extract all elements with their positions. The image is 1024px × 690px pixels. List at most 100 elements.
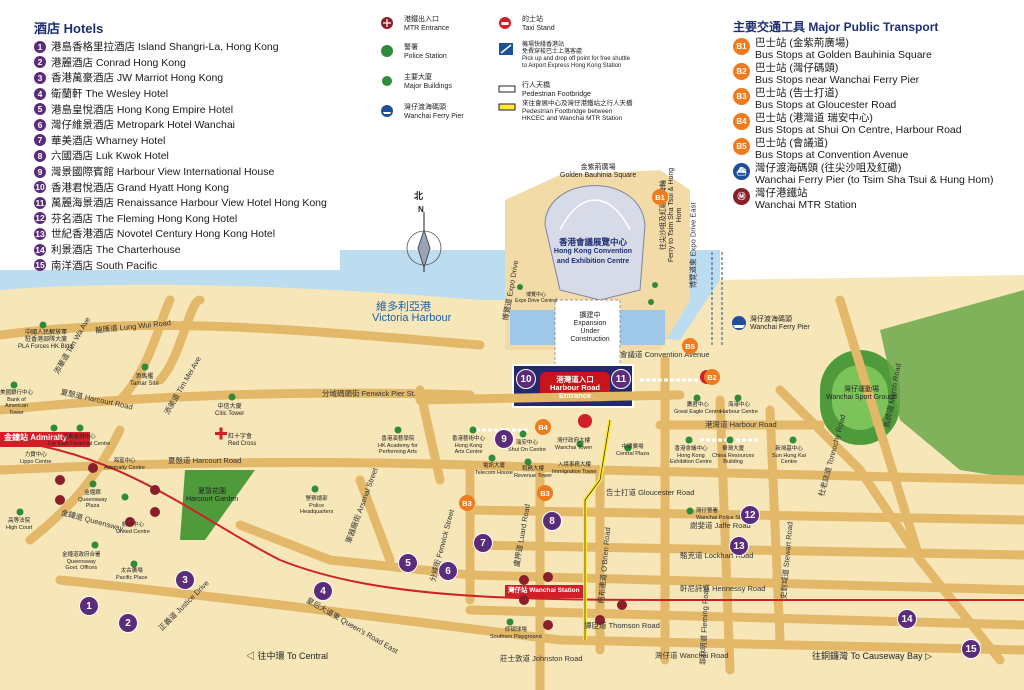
hotel-name: 灣仔維景酒店 Metropark Hotel Wanchai bbox=[51, 119, 235, 132]
ferry-icon bbox=[381, 105, 393, 117]
taxi-icon bbox=[499, 17, 511, 29]
street-hennessy: 軒尼詩道 Hennessy Road bbox=[680, 584, 766, 593]
hotel-name: 港島皇悅酒店 Hong Kong Empire Hotel bbox=[51, 103, 234, 116]
hotel-number-badge: 8 bbox=[34, 149, 46, 162]
hotel-marker[interactable]: 1 bbox=[79, 596, 99, 616]
hotel-name: 衛蘭軒 The Wesley Hotel bbox=[51, 88, 169, 101]
legend-footbridge-hkcec-label: 來往會展中心及灣仔港鐵站之行人天橋 Pedestrian Footbridge … bbox=[522, 100, 633, 122]
hotel-number-badge: 14 bbox=[34, 243, 46, 256]
hkcec-label-zh: 香港會議展覽中心 bbox=[558, 237, 627, 247]
hotel-name: 南洋酒店 South Pacific bbox=[51, 259, 158, 272]
bldg-central-plaza: 中環廣場 Central Plaza bbox=[616, 444, 650, 457]
hotel-marker[interactable]: 4 bbox=[313, 581, 333, 601]
hotel-marker[interactable]: 10 bbox=[516, 369, 536, 389]
wanchai-station-label: 灣仔站 Wanchai Station bbox=[508, 587, 580, 594]
bus-stop-icon: B5 bbox=[733, 138, 750, 155]
legend-ferry-label: 灣仔渡海碼頭 Wanchai Ferry Pier bbox=[404, 104, 464, 120]
bus-stop-marker[interactable]: B3 bbox=[459, 495, 475, 511]
transport-label: 巴士站 (會議道) Bus Stops at Convention Avenue bbox=[755, 137, 909, 161]
hotel-number-badge: 12 bbox=[34, 212, 46, 225]
bldg-pacific-place: 太古廣場 Pacific Place bbox=[116, 568, 148, 581]
hotel-name: 世紀香港酒店 Novotel Century Hong Kong Hotel bbox=[51, 228, 276, 241]
hotel-marker[interactable]: 2 bbox=[118, 613, 138, 633]
ferry-icon: ⛴ bbox=[733, 163, 750, 180]
transport-label: 灣仔港鐵站 Wanchai MTR Station bbox=[755, 187, 857, 211]
transport-label: 巴士站 (港灣道 瑞安中心) Bus Stops at Shui On Cent… bbox=[755, 112, 962, 136]
yellow-footbridge-icon bbox=[498, 103, 516, 111]
hotel-number-badge: 5 bbox=[34, 103, 46, 116]
bus-stop-marker[interactable]: B1 bbox=[652, 189, 668, 205]
expansion-label: 擴建中 Expansion Under Construction bbox=[570, 312, 610, 343]
hotel-name: 萬麗海景酒店 Renaissance Harbour View Hotel Ho… bbox=[51, 197, 327, 210]
street-jaffe: 謝斐道 Jaffe Road bbox=[690, 521, 751, 530]
mtr-icon: Ⓜ bbox=[733, 188, 750, 205]
legend-shuttle-label: 機場快綫香港站 免費穿梭巴士上落客處 Pick up and drop off … bbox=[522, 42, 630, 69]
hotel-name: 六國酒店 Luk Kwok Hotel bbox=[51, 150, 169, 163]
hotel-marker[interactable]: 7 bbox=[473, 533, 493, 553]
hkcec-label-en: Hong Kong Convention and Exhibition Cent… bbox=[553, 248, 633, 265]
bus-stop-marker[interactable]: B4 bbox=[535, 419, 551, 435]
street-expo-drive-east: 博覽道東 Expo Drive East bbox=[688, 202, 698, 289]
golden-bauhinia-label: 金紫荊廣場 Golden Bauhinia Square bbox=[560, 164, 637, 179]
hotel-row: 15 南洋酒店 South Pacific bbox=[34, 257, 354, 273]
transport-label: 巴士站 (告士打道) Bus Stops at Gloucester Road bbox=[755, 87, 897, 111]
footbridge-outline bbox=[584, 419, 611, 640]
hotel-marker[interactable]: 14 bbox=[897, 609, 917, 629]
street-fenwick-pier: 分域碼頭街 Fenwick Pier St. bbox=[322, 389, 416, 398]
bldg-china-resources: 華潤大廈 China Resources Building bbox=[712, 446, 755, 465]
ferry-pier-icon bbox=[732, 316, 746, 330]
harcourt-garden bbox=[180, 470, 255, 540]
legend-taxi: 的士站 Taxi Stand bbox=[498, 16, 555, 33]
harbour-name-en: Victoria Harbour bbox=[372, 312, 452, 324]
bldg-boa: 美國銀行中心 Bank of American Tower bbox=[0, 390, 34, 416]
legend-footbridge-label: 行人天橋 Pedestrian Footbridge bbox=[522, 82, 591, 98]
hotel-number-badge: 11 bbox=[34, 196, 46, 209]
legend-footbridge-hkcec: 來往會展中心及灣仔港鐵站之行人天橋 Pedestrian Footbridge … bbox=[498, 100, 633, 123]
wanchai-ferry-pier-label: 灣仔渡海碼頭 Wanchai Ferry Pier bbox=[750, 316, 810, 331]
legend-mtr-label: 港鐵出入口 MTR Entrance bbox=[404, 16, 450, 32]
east-park bbox=[880, 290, 1024, 480]
legend-shuttle: 機場快綫香港站 免費穿梭巴士上落客處 Pick up and drop off … bbox=[498, 42, 630, 70]
hotel-marker[interactable]: 11 bbox=[611, 369, 631, 389]
bus-stop-marker[interactable]: B5 bbox=[682, 338, 698, 354]
bldg-police-hq: 警察總部 Police Headquarters bbox=[300, 496, 334, 515]
hotel-marker[interactable]: 13 bbox=[729, 536, 749, 556]
bldg-admiralty-centre: 海富中心 Admiralty Centre bbox=[104, 458, 145, 471]
transport-row: Ⓜ 灣仔港鐵站 Wanchai MTR Station bbox=[733, 187, 1023, 211]
bldg-southorn: 修頓球場 Southorn Playground bbox=[490, 627, 542, 640]
to-central-label: ◁ 往中環 To Central bbox=[246, 652, 328, 661]
legend-police: 警署 Police Station bbox=[380, 44, 447, 61]
bus-stop-marker[interactable]: B3 bbox=[537, 485, 553, 501]
hotel-marker[interactable]: 12 bbox=[740, 505, 760, 525]
hotel-marker[interactable]: 15 bbox=[961, 639, 981, 659]
hkcec-roof-line bbox=[559, 199, 631, 231]
admiralty-station-label: 金鐘站 Admiralty bbox=[4, 433, 68, 442]
ferry-note-label: 往尖沙咀及紅磡渡海輪 Ferry to Tsim Sha Tsui & Hung… bbox=[660, 167, 683, 263]
compass-north-n: N bbox=[418, 205, 424, 214]
bldg-immigration: 入境事務大樓 Immigration Tower bbox=[552, 462, 597, 475]
shuttle-bus-icon bbox=[499, 43, 513, 55]
police-station-icon bbox=[381, 45, 393, 57]
bus-stop-marker[interactable]: B2 bbox=[704, 369, 720, 385]
hotel-number-badge: 10 bbox=[34, 181, 46, 194]
hotel-marker[interactable]: 9 bbox=[494, 429, 514, 449]
bldg-expo-centre: 博覽中心 Expo Drive Central bbox=[515, 292, 557, 304]
hotel-number-badge: 2 bbox=[34, 56, 46, 69]
hotel-marker[interactable]: 8 bbox=[542, 511, 562, 531]
hotel-marker[interactable]: 6 bbox=[438, 561, 458, 581]
hotel-number-badge: 15 bbox=[34, 259, 46, 272]
red-cross-icon bbox=[215, 427, 227, 440]
transport-legend-title: 主要交通工具 Major Public Transport bbox=[733, 20, 939, 34]
hotel-number-badge: 9 bbox=[34, 165, 46, 178]
hotel-marker[interactable]: 5 bbox=[398, 553, 418, 573]
transport-row: B5 巴士站 (會議道) Bus Stops at Convention Aven… bbox=[733, 137, 1023, 161]
hotel-marker[interactable]: 3 bbox=[175, 570, 195, 590]
hotel-name: 港島香格里拉酒店 Island Shangri-La, Hong Kong bbox=[51, 41, 279, 54]
